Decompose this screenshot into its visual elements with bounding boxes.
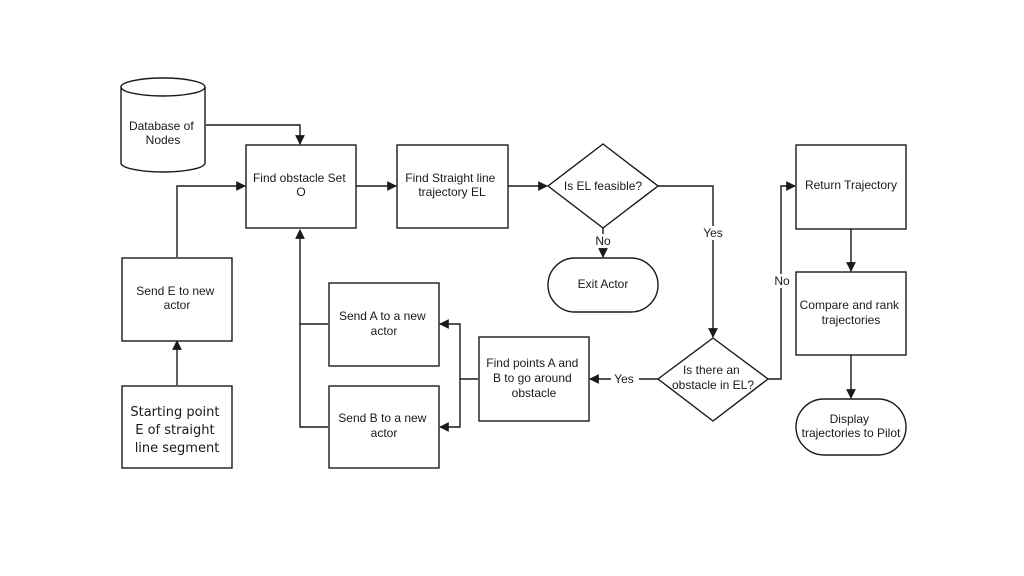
- edge-feasible-to-obstacle-check: [658, 185, 718, 338]
- find-obstacle-set-node: Find obstacle Set O: [245, 144, 357, 229]
- compare-rank-label: Compare and rank trajectories: [800, 298, 903, 327]
- edge-send-b-to-find-obstacle: [299, 324, 328, 428]
- obstacle-yes-label: Yes: [614, 372, 634, 386]
- display-trajectories-label: Display trajectories to Pilot: [802, 412, 901, 440]
- send-b-label: Send B to a new actor: [338, 411, 429, 440]
- send-b-node: Send B to a new actor: [328, 385, 440, 469]
- edge-database-to-find-obstacle: [206, 124, 305, 145]
- display-trajectories-node: Display trajectories to Pilot: [795, 398, 907, 456]
- database-node: Database of Nodes: [120, 77, 206, 173]
- exit-actor-node: Exit Actor: [547, 257, 659, 313]
- send-e-label: Send E to new actor: [136, 284, 217, 312]
- exit-actor-label: Exit Actor: [578, 277, 629, 291]
- return-trajectory-label: Return Trajectory: [805, 178, 897, 192]
- starting-point-label: Starting point E of straight line segmen…: [130, 405, 223, 456]
- feasible-yes-label: Yes: [703, 226, 723, 240]
- database-label: Database of Nodes: [129, 119, 197, 147]
- send-a-label: Send A to a new actor: [339, 309, 429, 338]
- find-points-ab-label: Find points A and B to go around obstacl…: [486, 356, 581, 400]
- feasible-no-label: No: [595, 234, 611, 248]
- find-points-ab-node: Find points A and B to go around obstacl…: [478, 336, 590, 422]
- find-straight-line-label: Find Straight line trajectory EL: [405, 171, 498, 199]
- is-obstacle-label: Is there an obstacle in EL?: [672, 363, 754, 392]
- send-e-node: Send E to new actor: [121, 257, 233, 342]
- find-obstacle-set-label: Find obstacle Set O: [253, 171, 349, 199]
- edge-find-points-to-send-b: [439, 379, 461, 432]
- edge-find-points-to-send-a: [439, 319, 478, 380]
- return-trajectory-node: Return Trajectory: [795, 144, 907, 230]
- is-obstacle-decision: Is there an obstacle in EL?: [656, 337, 770, 422]
- starting-point-node: Starting point E of straight line segmen…: [121, 385, 233, 469]
- is-el-feasible-label: Is EL feasible?: [564, 179, 643, 193]
- edge-send-e-to-find-obstacle: [176, 181, 246, 257]
- is-el-feasible-decision: Is EL feasible?: [546, 143, 660, 229]
- compare-rank-node: Compare and rank trajectories: [795, 271, 907, 356]
- edge-send-a-to-find-obstacle: [295, 229, 328, 325]
- obstacle-no-label: No: [774, 274, 790, 288]
- find-straight-line-node: Find Straight line trajectory EL: [396, 144, 509, 229]
- edge-labels: No Yes Yes No: [593, 226, 793, 386]
- send-a-node: Send A to a new actor: [328, 282, 440, 367]
